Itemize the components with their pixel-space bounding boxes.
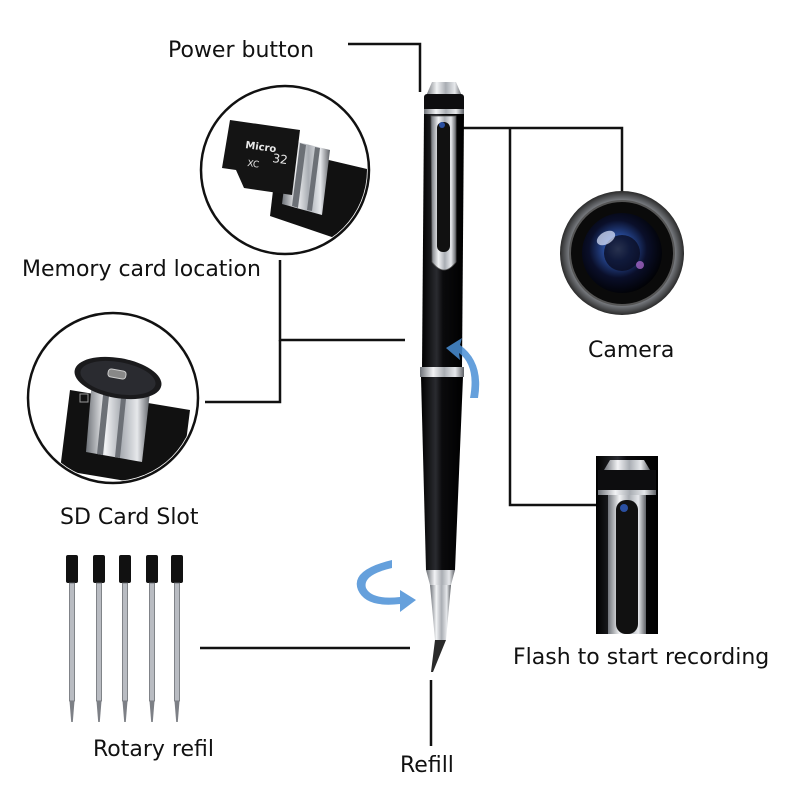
pen-middle-ring xyxy=(420,367,464,377)
pen-illustration xyxy=(420,82,464,672)
leader-memory xyxy=(278,260,405,342)
label-sd-card-slot: SD Card Slot xyxy=(60,505,199,530)
camera-lens-dot xyxy=(439,122,445,128)
refill-stick xyxy=(171,555,183,722)
card-brand: Micro xyxy=(245,140,277,155)
refill-stick xyxy=(119,555,131,722)
memory-card-inset: Micro 32 XC xyxy=(199,84,371,256)
pen-top-cap xyxy=(426,82,462,96)
pen-tip xyxy=(431,640,446,672)
leader-power xyxy=(348,42,422,92)
micro-sd-card xyxy=(222,120,300,195)
leader-lines xyxy=(200,42,624,746)
label-refill: Refill xyxy=(400,753,454,778)
rotate-arrow-upper xyxy=(446,338,480,398)
card-class: XC xyxy=(247,159,260,171)
sd-card-slot-inset xyxy=(26,311,200,485)
refill-stick xyxy=(146,555,158,722)
leader-camera xyxy=(456,126,624,195)
rotation-arrows xyxy=(356,338,480,612)
label-memory-card-location: Memory card location xyxy=(22,257,261,282)
label-rotary-refil: Rotary refil xyxy=(93,737,214,762)
leader-flash xyxy=(508,128,596,507)
label-flash-to-start-recording: Flash to start recording xyxy=(513,645,770,670)
flash-closeup-inset xyxy=(596,456,658,634)
pen-lower-body xyxy=(421,377,463,570)
camera-lens-inset xyxy=(560,191,684,315)
refills xyxy=(66,555,183,722)
flash-led-dot xyxy=(620,504,628,512)
leader-sd xyxy=(205,340,282,404)
card-capacity: 32 xyxy=(272,151,289,167)
usb-port xyxy=(107,368,127,380)
label-camera: Camera xyxy=(588,338,675,363)
label-power-button: Power button xyxy=(168,38,315,63)
refill-stick xyxy=(66,555,78,722)
pen-lower-chrome xyxy=(426,570,455,585)
refill-stick xyxy=(93,555,105,722)
rotate-arrow-lower xyxy=(356,560,416,612)
